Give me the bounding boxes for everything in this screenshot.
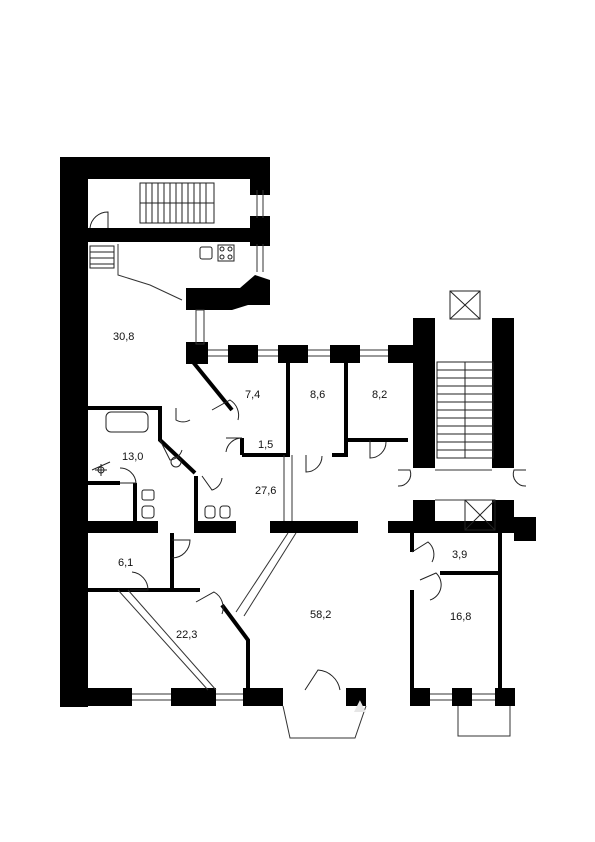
partition-bath-top <box>88 406 197 475</box>
wall-stair-pier <box>250 216 270 246</box>
wall-stair-bottom <box>88 228 270 242</box>
detail-lines <box>117 190 511 739</box>
room-area-label: 58,2 <box>310 609 331 621</box>
sink-icon <box>141 246 213 501</box>
wall-mid-1 <box>88 521 158 533</box>
wall-core-right <box>492 318 514 468</box>
room-area-label: 6,1 <box>118 557 133 569</box>
room-area-label: 22,3 <box>176 629 197 641</box>
room-area-label: 1,5 <box>258 439 273 451</box>
kitchen-counter <box>117 244 183 301</box>
wall-bottom-6 <box>452 688 472 706</box>
wall-mid-4 <box>388 521 536 533</box>
stair-icon <box>89 182 215 269</box>
wall-core-left <box>413 318 435 468</box>
room-area-label: 3,9 <box>452 549 467 561</box>
wall-bottom-3 <box>243 688 283 706</box>
ventilation-shaft-icon <box>449 290 496 531</box>
wall-bottom-4 <box>346 688 366 706</box>
room-area-label: 13,0 <box>122 451 143 463</box>
beam-1b <box>127 589 217 691</box>
door-icon <box>89 211 527 691</box>
balcony <box>457 706 511 737</box>
stove-icon <box>217 244 235 262</box>
room-area-label: 27,6 <box>255 485 276 497</box>
wall-mid-2 <box>194 521 236 533</box>
partition-diag-1 <box>191 360 234 412</box>
pier-2 <box>228 345 258 363</box>
stair-core-icon <box>436 361 494 459</box>
beam-2b <box>243 532 297 617</box>
room-area-label: 16,8 <box>450 611 471 623</box>
wall-bay <box>186 275 270 310</box>
wall-bottom-5 <box>410 688 430 706</box>
wall-top <box>60 157 270 179</box>
room-area-label: 8,2 <box>372 389 387 401</box>
bay-bottom <box>282 705 367 739</box>
beam-2a <box>235 532 289 613</box>
room-area-label: 7,4 <box>245 389 260 401</box>
room-area-label: 8,6 <box>310 389 325 401</box>
pier-5 <box>388 345 418 363</box>
room-labels: 30,8 7,4 8,6 8,2 1,5 13,0 27,6 6,1 22,3 … <box>113 331 471 641</box>
lamp-icon <box>91 461 111 476</box>
partition-room3-left <box>242 362 290 457</box>
partition-room9-right <box>220 603 250 690</box>
wall-mid-3 <box>270 521 358 533</box>
pier-4 <box>330 345 360 363</box>
partition-room4-left <box>332 362 348 457</box>
bay-post <box>195 309 205 345</box>
pier-3 <box>278 345 308 363</box>
wall-core-left-bottom <box>413 500 435 522</box>
room-area-label: 30,8 <box>113 331 134 343</box>
watermark: ▲ <box>350 695 370 717</box>
walls <box>60 157 536 707</box>
toilet-icon <box>141 456 231 519</box>
wall-top-right-pier <box>250 157 270 195</box>
wall-bottom-2 <box>171 688 216 706</box>
wall-bottom-1 <box>60 688 132 706</box>
beam-1a <box>117 589 209 691</box>
wall-bottom-7 <box>495 688 515 706</box>
pier-1 <box>186 342 208 364</box>
wall-left <box>60 157 88 707</box>
wall-core-right-bottom <box>492 500 514 522</box>
bathtub-icon <box>105 411 149 433</box>
